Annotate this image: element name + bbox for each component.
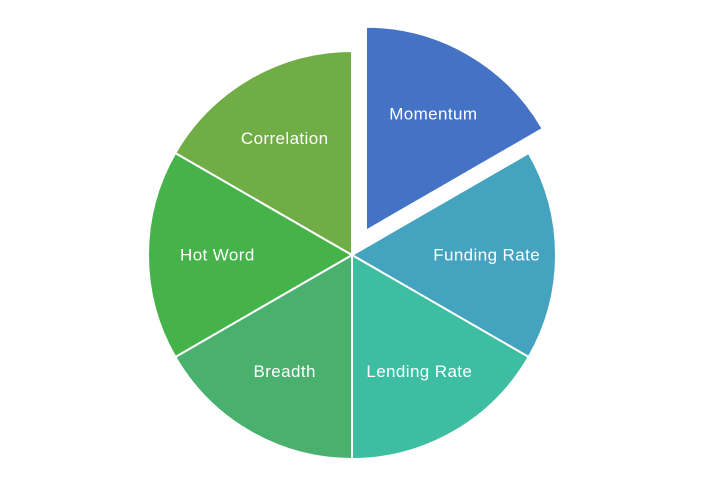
pie-slice-breadth[interactable]: [174, 254, 353, 460]
pie-slice-correlation[interactable]: [174, 50, 353, 256]
pie-slice-funding-rate[interactable]: [351, 152, 557, 358]
pie-slice-hot-word[interactable]: [147, 152, 353, 358]
pie-slice-lending-rate[interactable]: [351, 254, 530, 460]
pie-slice-momentum[interactable]: [365, 25, 544, 232]
